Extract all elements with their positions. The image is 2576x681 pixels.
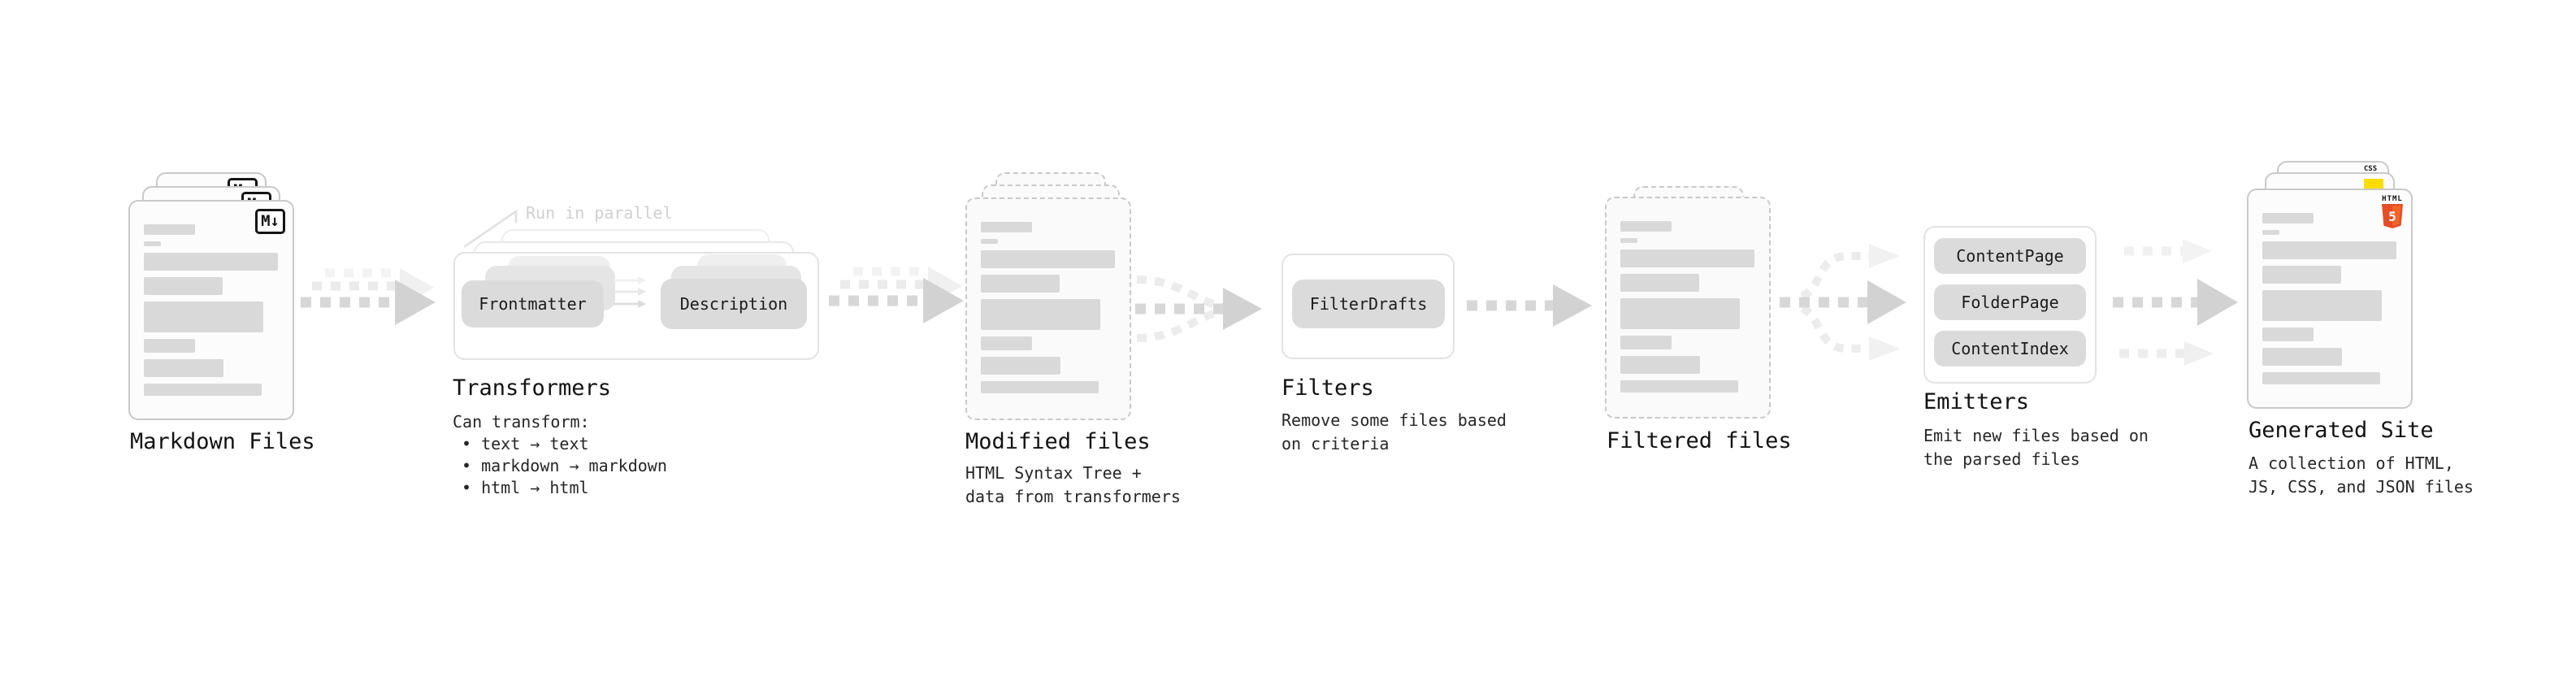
- desc-line: on criteria: [1281, 434, 1390, 453]
- doc-skeleton: [981, 222, 1115, 400]
- doc-skeleton: [144, 224, 278, 402]
- html5-icon: HTML 5: [2382, 196, 2403, 231]
- desc-line: JS, CSS, and JSON files: [2249, 477, 2474, 497]
- doc-skeleton: [2262, 213, 2396, 391]
- filters-label: Filters: [1281, 375, 1374, 401]
- contentpage-box: ContentPage: [1934, 238, 2086, 274]
- arrow-filters-to-filtered: [1467, 284, 1592, 327]
- emitters-label: Emitters: [1923, 389, 2030, 414]
- modified-doc-front: [965, 197, 1131, 420]
- arrow-emitters-to-site: [2113, 239, 2238, 366]
- callout-line: [463, 209, 518, 249]
- transformers-label: Transformers: [453, 375, 612, 401]
- transformers-desc-title: Can transform:: [453, 412, 590, 432]
- filterdrafts-box: FilterDrafts: [1292, 280, 1445, 328]
- arrow-modified-to-filters: [1135, 275, 1262, 342]
- bullet-item: • text → text: [462, 434, 589, 453]
- modified-files-label: Modified files: [965, 429, 1151, 454]
- doc-skeleton: [1620, 221, 1754, 399]
- bullet-item: • markdown → markdown: [462, 456, 667, 475]
- filtered-doc-front: [1605, 197, 1771, 419]
- frontmatter-box: Frontmatter: [462, 280, 604, 327]
- desc-line: data from transformers: [965, 487, 1181, 506]
- svg-text:5: 5: [2388, 209, 2396, 224]
- markdown-icon: M↓: [255, 209, 285, 234]
- markdown-doc-front: M↓: [128, 200, 294, 420]
- desc-line: Emit new files based on: [1923, 426, 2149, 445]
- arrow-transformers-to-modified: [829, 267, 964, 323]
- description-box: Description: [661, 279, 807, 329]
- markdown-files-label: Markdown Files: [130, 429, 315, 454]
- generated-site-desc: A collection of HTML, JS, CSS, and JSON …: [2249, 452, 2474, 499]
- bullet-item: • html → html: [462, 478, 589, 497]
- arrow-filtered-to-emitters: [1780, 244, 1906, 361]
- filters-desc: Remove some files based on criteria: [1281, 409, 1507, 456]
- modified-files-desc: HTML Syntax Tree + data from transformer…: [965, 462, 1181, 509]
- desc-line: the parsed files: [1923, 449, 2080, 469]
- desc-line: A collection of HTML,: [2249, 453, 2454, 473]
- js-icon: [2364, 179, 2383, 189]
- parallel-arrows-icon: [614, 276, 646, 308]
- contentindex-box: ContentIndex: [1934, 331, 2086, 367]
- desc-line: HTML Syntax Tree +: [965, 463, 1142, 483]
- emitters-desc: Emit new files based on the parsed files: [1923, 424, 2149, 471]
- site-doc-html: HTML 5: [2247, 189, 2413, 409]
- transformers-bullets: • text → text • markdown → markdown • ht…: [462, 433, 667, 499]
- desc-line: Remove some files based: [1281, 410, 1507, 430]
- arrow-markdown-to-transformers: [301, 268, 436, 325]
- filtered-files-label: Filtered files: [1607, 428, 1792, 453]
- folderpage-box: FolderPage: [1934, 284, 2086, 320]
- run-in-parallel-annotation: Run in parallel: [526, 203, 673, 223]
- generated-site-label: Generated Site: [2249, 418, 2434, 443]
